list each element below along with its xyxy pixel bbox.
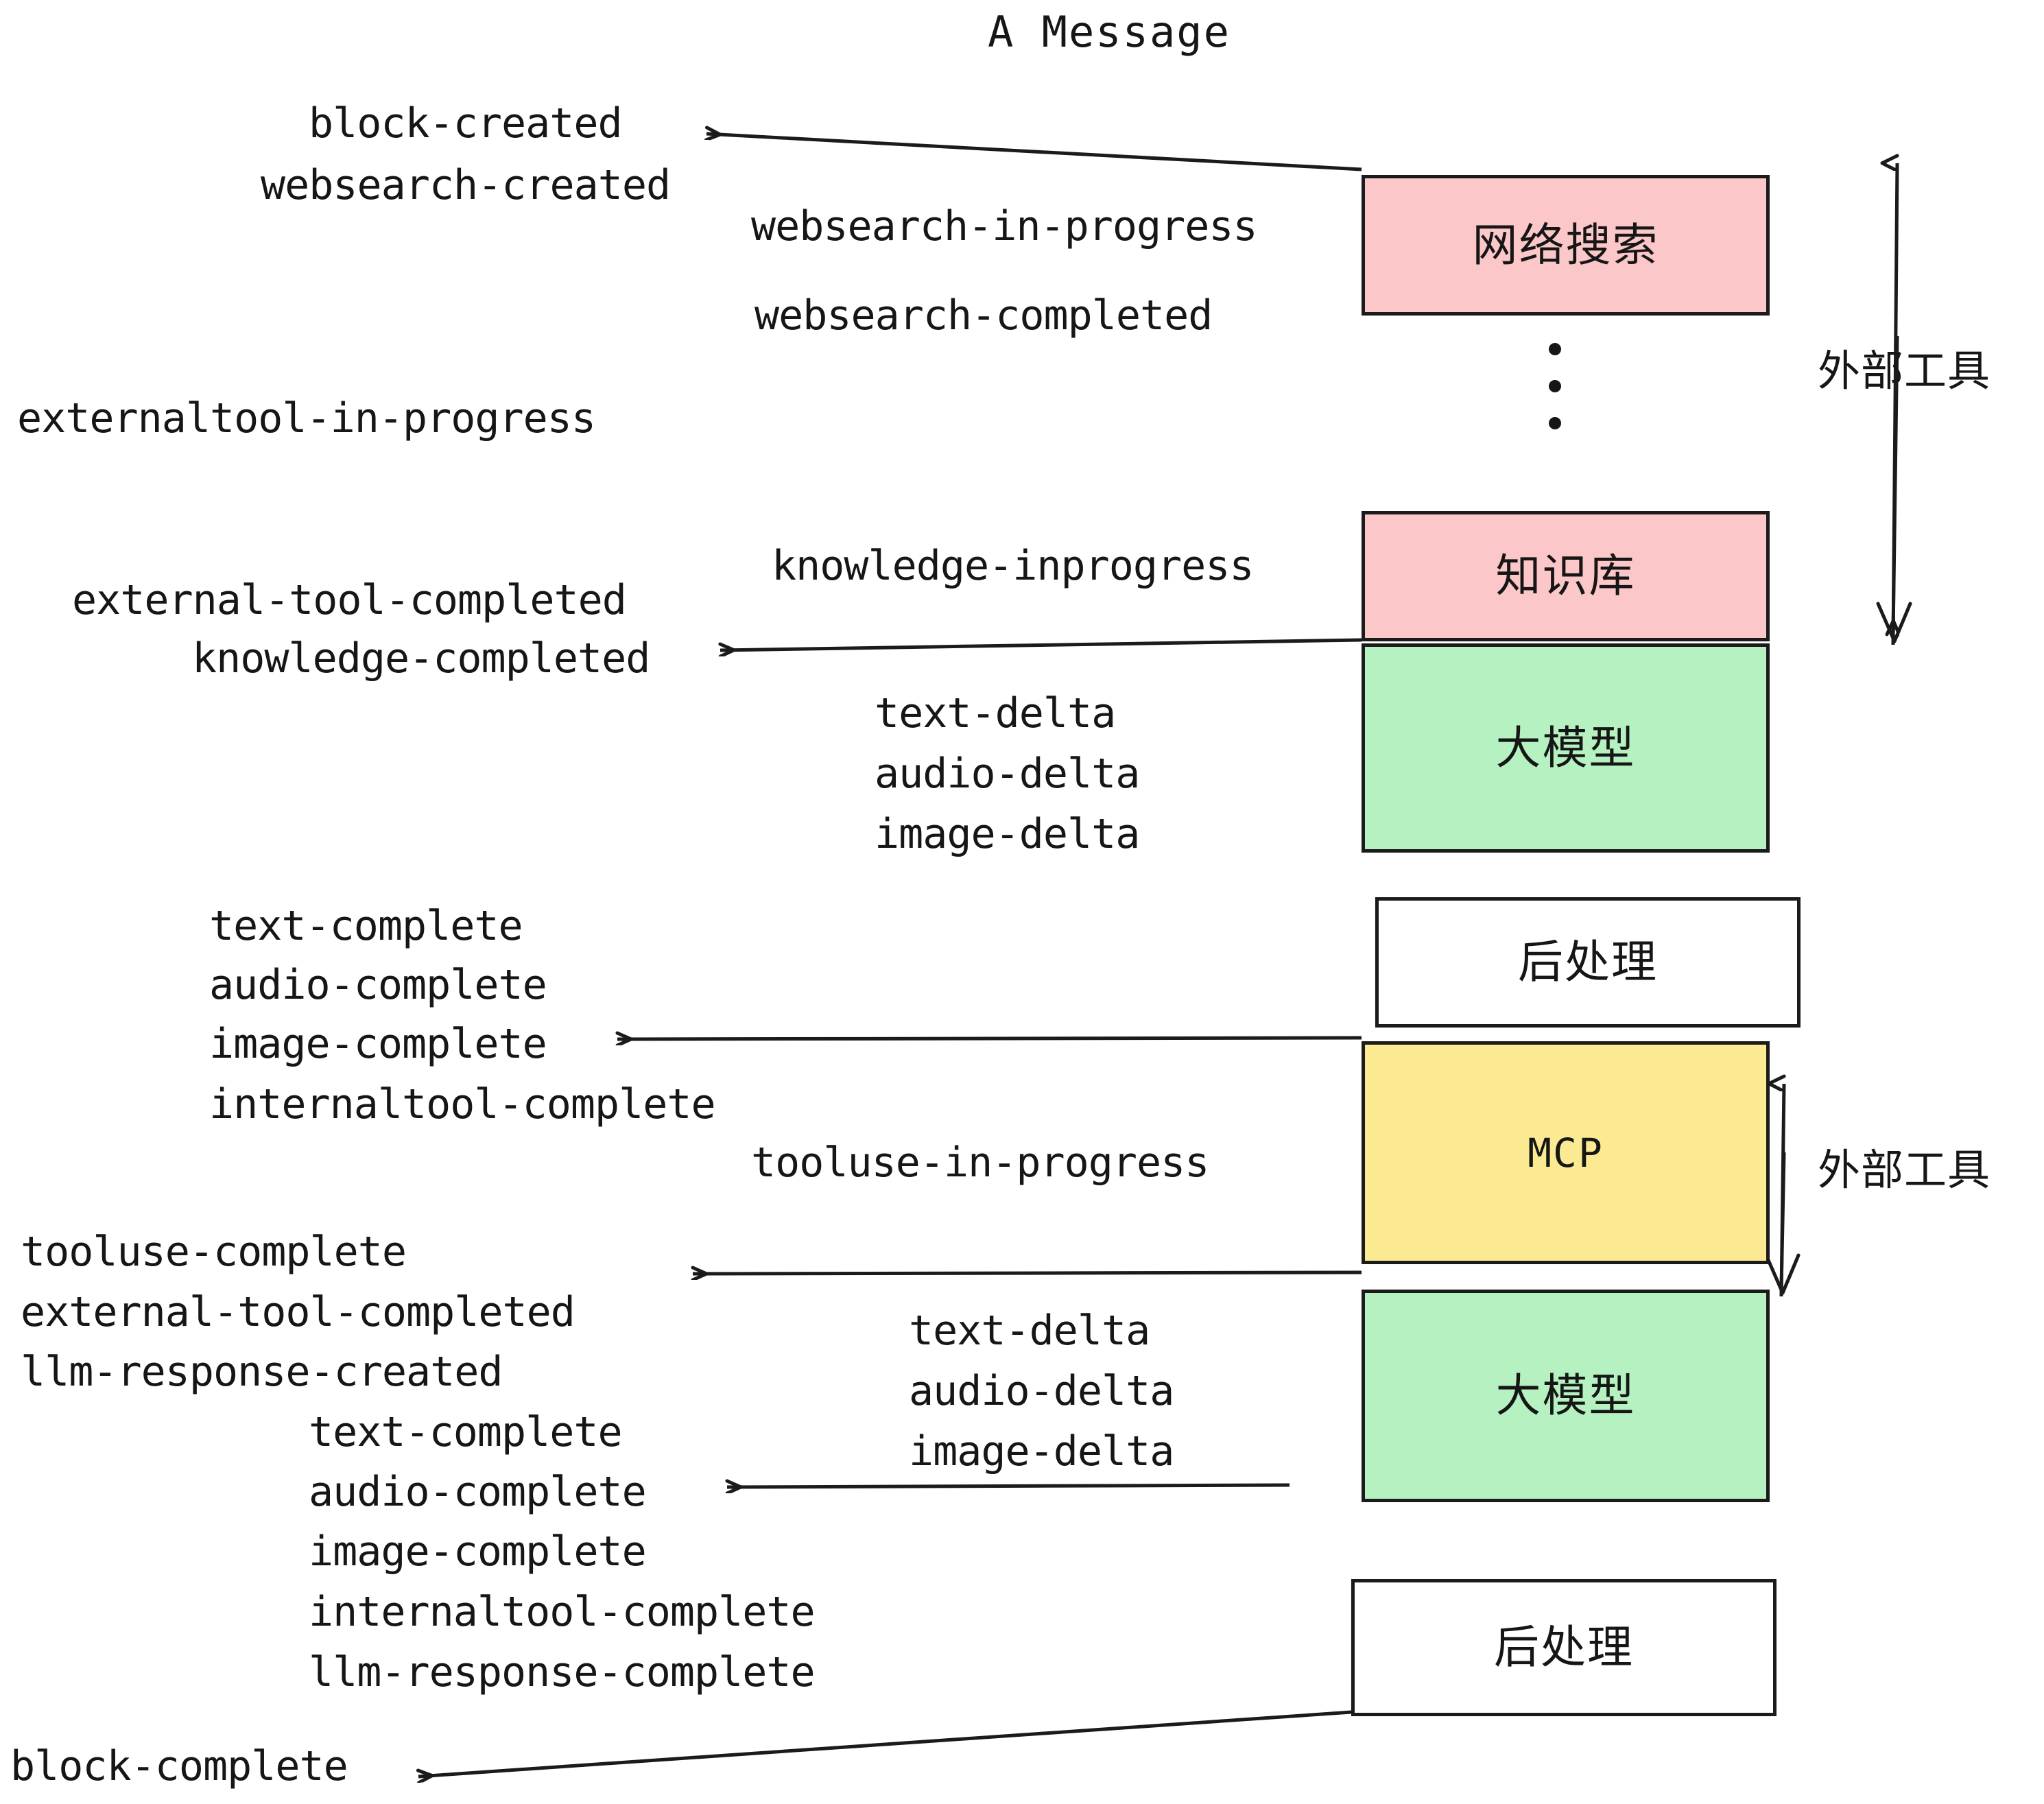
event-label-knowledge-inprogress: knowledge-inprogress — [772, 542, 1254, 590]
event-label-websearch-in-progress: websearch-in-progress — [751, 202, 1258, 250]
arrow-external-tools-bottom-downline — [1779, 1152, 1786, 1290]
node-mcp-label: MCP — [1528, 1129, 1604, 1176]
arrow-post2-to-blockcomplete — [418, 1709, 1362, 1777]
event-label-knowledge-completed: knowledge-completed — [192, 634, 650, 683]
event-label-block-created: block-created — [309, 99, 623, 147]
node-llm-2-label: 大模型 — [1495, 1369, 1636, 1422]
event-label-audio-delta-1: audio-delta — [875, 750, 1140, 798]
dot-2 — [1549, 380, 1561, 392]
node-postprocess-1-label: 后处理 — [1518, 936, 1658, 988]
page-title: A Message — [988, 7, 1231, 57]
event-label-llm-response-created: llm-response-created — [21, 1348, 503, 1396]
event-label-websearch-created: websearch-created — [261, 161, 671, 209]
event-label-external-tool-completed-2: external-tool-completed — [21, 1288, 575, 1336]
ellipsis-dots — [1549, 343, 1561, 454]
event-label-block-complete: block-complete — [10, 1742, 348, 1790]
arrowhead-external-tools-bottom-down — [1764, 1253, 1801, 1295]
node-llm-1-label: 大模型 — [1495, 721, 1636, 774]
node-llm-2[interactable]: 大模型 — [1362, 1290, 1770, 1502]
event-label-image-complete-2: image-complete — [309, 1528, 647, 1576]
node-websearch[interactable]: 网络搜索 — [1362, 175, 1770, 316]
node-mcp[interactable]: MCP — [1362, 1041, 1770, 1264]
arrow-websearch-to-blockcreated — [706, 134, 1362, 171]
node-postprocess-2-label: 后处理 — [1494, 1621, 1634, 1674]
arrow-llm2-to-audiocomplete — [727, 1485, 1290, 1487]
node-websearch-label: 网络搜索 — [1472, 218, 1659, 272]
event-label-image-complete-1: image-complete — [209, 1020, 547, 1068]
event-label-image-delta-2: image-delta — [909, 1427, 1174, 1475]
dot-3 — [1549, 417, 1561, 429]
arrow-mcp-to-toolusecomplete — [693, 1272, 1362, 1274]
event-label-tooluse-in-progress: tooluse-in-progress — [751, 1139, 1209, 1187]
event-label-image-delta-1: image-delta — [875, 810, 1140, 858]
event-label-tooluse-complete: tooluse-complete — [21, 1228, 407, 1276]
event-label-external-tool-completed-1: external-tool-completed — [72, 576, 627, 624]
event-label-externaltool-in-progress: externaltool-in-progress — [17, 394, 596, 442]
event-label-websearch-completed: websearch-completed — [754, 292, 1213, 340]
event-label-text-complete-2: text-complete — [309, 1408, 623, 1456]
event-label-internaltool-complete-1: internaltool-complete — [209, 1080, 716, 1128]
arrowhead-external-tools-top-down — [1876, 602, 1912, 643]
node-postprocess-1[interactable]: 后处理 — [1375, 897, 1801, 1028]
arrow-knowledge-to-completed — [720, 638, 1362, 650]
side-label-external-tools-bottom: 外部工具 — [1818, 1145, 1991, 1195]
node-knowledge-label: 知识库 — [1495, 549, 1636, 602]
node-llm-1[interactable]: 大模型 — [1362, 643, 1770, 853]
event-label-audio-complete-2: audio-complete — [309, 1468, 647, 1516]
side-label-external-tools-top: 外部工具 — [1818, 346, 1991, 396]
event-label-audio-delta-2: audio-delta — [909, 1367, 1174, 1415]
event-label-text-delta-1: text-delta — [875, 689, 1116, 737]
event-label-audio-complete-1: audio-complete — [209, 961, 547, 1009]
event-label-text-complete-1: text-complete — [209, 902, 523, 950]
event-label-text-delta-2: text-delta — [909, 1307, 1150, 1355]
event-label-llm-response-complete: llm-response-complete — [309, 1648, 816, 1696]
arrow-post1-to-imagecomplete — [617, 1038, 1362, 1039]
event-label-internaltool-complete-2: internaltool-complete — [309, 1588, 816, 1636]
node-postprocess-2[interactable]: 后处理 — [1351, 1579, 1776, 1716]
arrow-external-tools-top-up — [1893, 163, 1897, 645]
dot-1 — [1549, 343, 1561, 355]
node-knowledge[interactable]: 知识库 — [1362, 511, 1770, 641]
arrow-external-tools-bottom-up — [1781, 1084, 1784, 1297]
